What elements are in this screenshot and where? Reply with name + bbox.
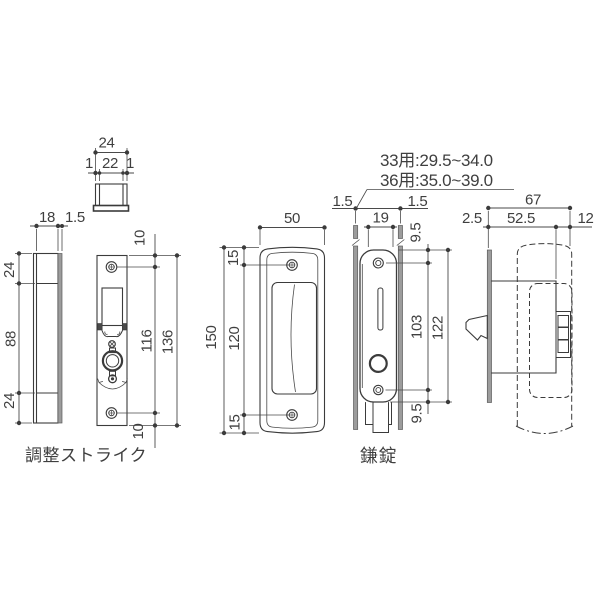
dim-lock-side-body: 52.5: [507, 210, 535, 227]
lock-part-label: 鎌錠: [360, 446, 397, 466]
dim-lock-front-screw-pitch: 120: [226, 326, 243, 350]
screw-hole-icon: [105, 407, 118, 419]
dim-lock-edge-height: 122: [430, 316, 447, 340]
dim-lock-front-top-offset: 15: [225, 250, 242, 266]
dim-strike-side-middle: 88: [3, 331, 20, 347]
note-door36: 36用:35.0~39.0: [380, 171, 493, 190]
dim-lock-edge-left-skin: 1.5: [333, 193, 353, 210]
dim-strike-front-top-offset: 10: [132, 230, 149, 246]
dim-strike-top-inner: 22: [102, 155, 118, 172]
dim-lock-side-rear: 12: [577, 210, 593, 227]
dim-strike-side-top: 24: [1, 262, 18, 278]
dim-lock-side-overall: 67: [525, 192, 541, 209]
strike-top-view: 24 1 22 1: [85, 135, 134, 212]
dim-strike-front-bottom-offset: 10: [130, 423, 147, 439]
thumbturn-hole-icon: [368, 354, 388, 374]
strike-side-view: 24 88 24 18 1.5: [1, 209, 85, 426]
dim-lock-edge-screw-pitch: 103: [409, 315, 426, 339]
screw-hole-icon: [373, 384, 384, 396]
dim-strike-front-height: 136: [160, 330, 177, 354]
dim-strike-top-left-wall: 1: [85, 155, 93, 172]
dim-lock-edge-right-skin: 1.5: [408, 193, 428, 210]
note-door33: 33用:29.5~34.0: [380, 151, 493, 170]
screw-hole-icon: [105, 261, 118, 273]
rotation-arrow-icon: [97, 378, 128, 390]
adjust-screw-icon: [108, 340, 116, 348]
hook-bolt-icon: [465, 314, 488, 341]
dim-strike-top-overall: 24: [98, 135, 114, 152]
screw-hole-icon: [372, 257, 384, 269]
lock-side-view: 67 2.5 52.5 12: [462, 192, 594, 434]
dim-strike-side-plate: 1.5: [65, 209, 85, 226]
dim-lock-edge-bottom-offset: 9.5: [409, 404, 426, 424]
dim-lock-edge-width: 19: [373, 210, 389, 227]
adjust-cam-icon: [101, 347, 124, 384]
strike-front-view: 10 116 136 10: [96, 230, 181, 448]
dim-strike-top-right-wall: 1: [126, 155, 134, 172]
lock-front-view: 50 150 120 15 15: [203, 210, 327, 436]
lock-edge-view: 1.5 1.5 19 9.5 103 122 9.5 33用:29.5~34.0…: [332, 151, 514, 433]
dim-strike-side-bottom: 24: [1, 393, 18, 409]
dim-lock-edge-top-offset: 9.5: [408, 223, 425, 243]
dim-lock-side-front-offset: 2.5: [462, 210, 482, 227]
pull-recess-curve: [290, 284, 296, 393]
dim-lock-front-width: 50: [284, 210, 300, 227]
dim-strike-side-depth: 18: [39, 209, 55, 226]
dim-lock-front-height: 150: [203, 325, 220, 349]
strike-part-label: 調整ストライク: [25, 446, 147, 465]
dim-lock-front-bottom-offset: 15: [227, 414, 244, 430]
dim-strike-front-screw-pitch: 116: [139, 329, 156, 352]
